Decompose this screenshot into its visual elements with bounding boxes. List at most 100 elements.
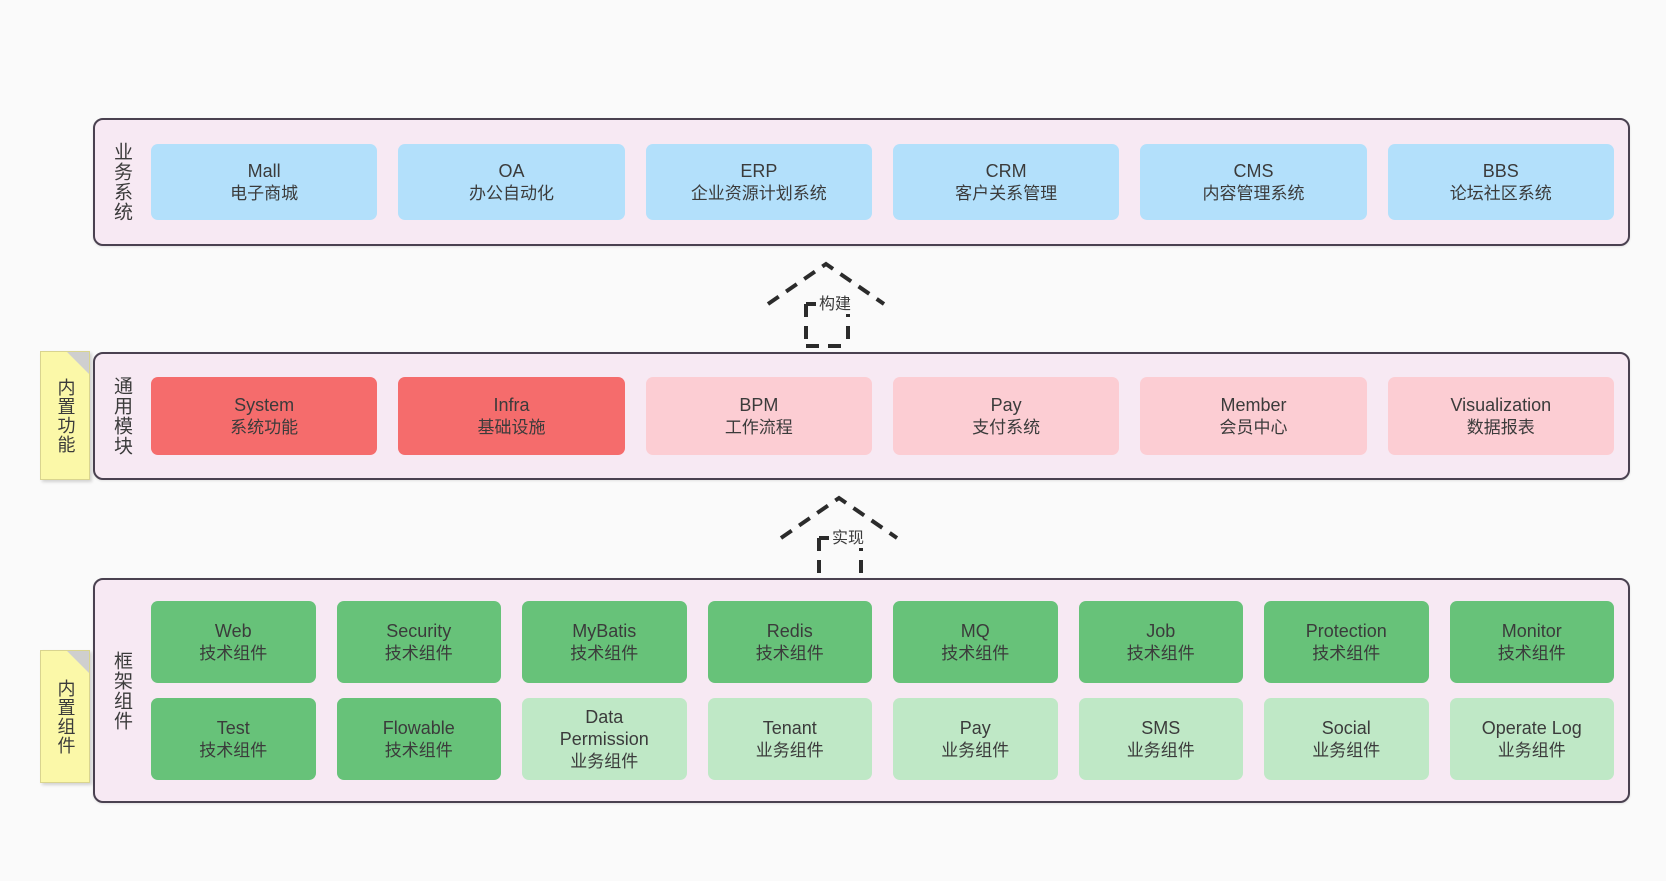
card-pay-component[interactable]: Pay 业务组件 <box>893 698 1058 780</box>
card-title: BPM <box>739 394 779 415</box>
card-subtitle: 技术组件 <box>941 643 1010 663</box>
layer-body-common-modules: System 系统功能 Infra 基础设施 BPM 工作流程 Pay 支付系统… <box>147 354 1628 478</box>
card-infra[interactable]: Infra 基础设施 <box>398 377 625 455</box>
card-test[interactable]: Test 技术组件 <box>151 698 316 780</box>
card-row: Web 技术组件 Security 技术组件 MyBatis 技术组件 Redi… <box>151 601 1614 683</box>
page-fold-icon <box>67 352 89 374</box>
card-title: Test <box>216 717 250 738</box>
card-bbs[interactable]: BBS 论坛社区系统 <box>1387 144 1614 220</box>
card-title: MQ <box>960 620 990 641</box>
card-row: Test 技术组件 Flowable 技术组件 Data Permission … <box>151 698 1614 780</box>
card-job[interactable]: Job 技术组件 <box>1078 601 1243 683</box>
layer-framework-components: 框架组件 Web 技术组件 Security 技术组件 MyBatis 技术组件… <box>93 578 1630 803</box>
card-title: MyBatis <box>572 620 637 641</box>
card-mybatis[interactable]: MyBatis 技术组件 <box>522 601 687 683</box>
page-fold-icon <box>67 651 89 673</box>
layer-body-framework-components: Web 技术组件 Security 技术组件 MyBatis 技术组件 Redi… <box>147 580 1628 801</box>
card-protection[interactable]: Protection 技术组件 <box>1264 601 1429 683</box>
card-web[interactable]: Web 技术组件 <box>151 601 316 683</box>
arrow-implement-label: 实现 <box>828 524 868 548</box>
card-security[interactable]: Security 技术组件 <box>336 601 501 683</box>
card-subtitle: 客户关系管理 <box>955 183 1058 203</box>
layer-business-systems: 业务系统 Mall 电子商城 OA 办公自动化 ERP 企业资源计划系统 CRM… <box>93 118 1630 246</box>
card-title: SMS <box>1141 717 1181 738</box>
card-subtitle: 办公自动化 <box>468 183 554 203</box>
card-subtitle: 数据报表 <box>1466 417 1535 437</box>
arrow-build: 构建 <box>760 256 910 348</box>
card-title: Pay <box>959 717 991 738</box>
card-member[interactable]: Member 会员中心 <box>1140 377 1367 455</box>
card-title: Infra <box>493 394 530 415</box>
card-pay[interactable]: Pay 支付系统 <box>892 377 1120 455</box>
card-title: Monitor <box>1501 620 1562 641</box>
tab-label: 内置功能 <box>55 377 76 454</box>
layer-title-framework-components: 框架组件 <box>111 650 133 731</box>
card-title: BBS <box>1482 160 1519 181</box>
card-subtitle: 技术组件 <box>384 740 453 760</box>
card-redis[interactable]: Redis 技术组件 <box>707 601 872 683</box>
card-subtitle: 基础设施 <box>477 417 546 437</box>
layer-body-business-systems: Mall 电子商城 OA 办公自动化 ERP 企业资源计划系统 CRM 客户关系… <box>147 120 1628 244</box>
card-title: Security <box>386 620 452 641</box>
card-title: Operate Log <box>1481 717 1582 738</box>
card-subtitle: 论坛社区系统 <box>1449 183 1552 203</box>
layer-common-modules: 通用模块 System 系统功能 Infra 基础设施 BPM 工作流程 Pay… <box>93 352 1630 480</box>
card-sms[interactable]: SMS 业务组件 <box>1078 698 1243 780</box>
card-visualization[interactable]: Visualization 数据报表 <box>1387 377 1614 455</box>
card-flowable[interactable]: Flowable 技术组件 <box>336 698 501 780</box>
card-subtitle: 业务组件 <box>1126 740 1195 760</box>
card-title-line2: Permission <box>559 729 649 750</box>
card-title: Protection <box>1305 620 1387 641</box>
card-subtitle: 业务组件 <box>570 751 639 771</box>
card-title: Job <box>1146 620 1176 641</box>
card-subtitle: 工作流程 <box>724 417 793 437</box>
card-subtitle: 技术组件 <box>199 740 268 760</box>
card-row: Mall 电子商城 OA 办公自动化 ERP 企业资源计划系统 CRM 客户关系… <box>151 144 1614 220</box>
card-subtitle: 技术组件 <box>570 643 639 663</box>
card-oa[interactable]: OA 办公自动化 <box>398 144 625 220</box>
card-subtitle: 业务组件 <box>1497 740 1566 760</box>
card-row: System 系统功能 Infra 基础设施 BPM 工作流程 Pay 支付系统… <box>151 377 1614 455</box>
card-title: CMS <box>1233 160 1274 181</box>
card-monitor[interactable]: Monitor 技术组件 <box>1449 601 1614 683</box>
card-subtitle: 技术组件 <box>384 643 453 663</box>
card-subtitle: 会员中心 <box>1219 417 1288 437</box>
tab-builtin-features: 内置功能 <box>40 351 90 480</box>
card-title: Visualization <box>1450 394 1552 415</box>
card-social[interactable]: Social 业务组件 <box>1264 698 1429 780</box>
card-title: Flowable <box>382 717 455 738</box>
arrow-implement: 实现 <box>773 490 923 582</box>
card-operate-log[interactable]: Operate Log 业务组件 <box>1449 698 1614 780</box>
card-title: Social <box>1321 717 1371 738</box>
layer-title-common-modules: 通用模块 <box>111 376 133 456</box>
card-title: Member <box>1220 394 1287 415</box>
card-subtitle: 电子商城 <box>230 183 299 203</box>
card-cms[interactable]: CMS 内容管理系统 <box>1140 144 1367 220</box>
card-subtitle: 技术组件 <box>199 643 268 663</box>
card-subtitle: 内容管理系统 <box>1202 183 1305 203</box>
card-data-permission[interactable]: Data Permission 业务组件 <box>522 698 687 780</box>
card-title: Pay <box>990 394 1022 415</box>
card-bpm[interactable]: BPM 工作流程 <box>645 377 872 455</box>
arrow-build-label: 构建 <box>815 290 855 314</box>
card-mq[interactable]: MQ 技术组件 <box>893 601 1058 683</box>
card-subtitle: 技术组件 <box>1497 643 1566 663</box>
card-subtitle: 支付系统 <box>972 417 1041 437</box>
card-title: Web <box>214 620 252 641</box>
card-subtitle: 企业资源计划系统 <box>690 183 827 203</box>
card-mall[interactable]: Mall 电子商城 <box>151 144 378 220</box>
card-subtitle: 技术组件 <box>755 643 824 663</box>
card-system[interactable]: System 系统功能 <box>151 377 378 455</box>
card-erp[interactable]: ERP 企业资源计划系统 <box>645 144 872 220</box>
card-subtitle: 技术组件 <box>1312 643 1381 663</box>
layer-title-business-systems: 业务系统 <box>111 142 133 222</box>
card-crm[interactable]: CRM 客户关系管理 <box>892 144 1120 220</box>
card-title: CRM <box>985 160 1027 181</box>
tab-label: 内置组件 <box>55 678 76 755</box>
card-subtitle: 业务组件 <box>755 740 824 760</box>
card-subtitle: 业务组件 <box>941 740 1010 760</box>
card-subtitle: 业务组件 <box>1312 740 1381 760</box>
card-title: Mall <box>247 160 281 181</box>
card-tenant[interactable]: Tenant 业务组件 <box>707 698 872 780</box>
